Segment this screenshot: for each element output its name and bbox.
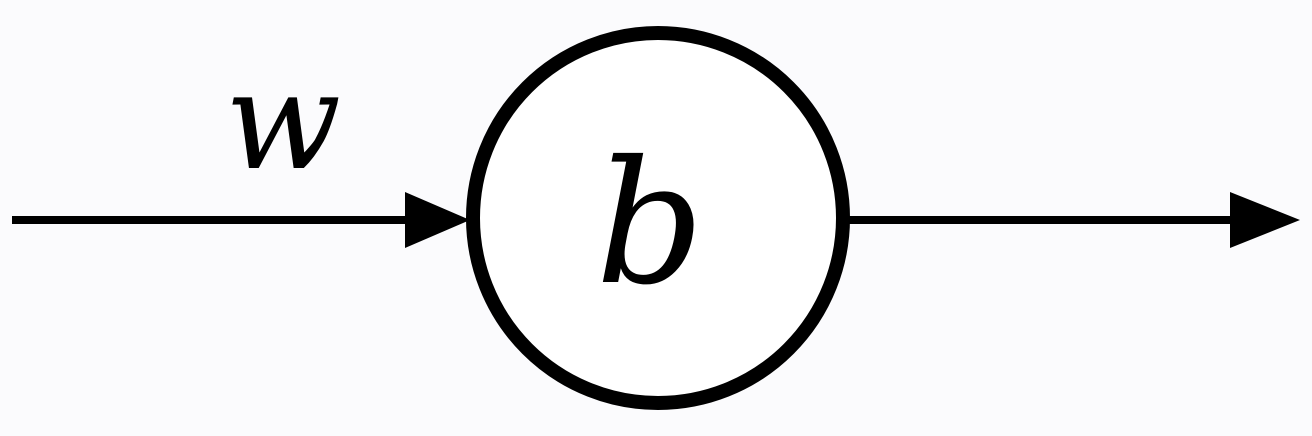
neuron-node	[466, 26, 850, 410]
neuron-bias-label: b	[596, 125, 705, 323]
output-arrowhead	[1230, 192, 1300, 248]
input-weight-label: w	[225, 43, 341, 201]
input-arrowhead	[405, 192, 470, 248]
